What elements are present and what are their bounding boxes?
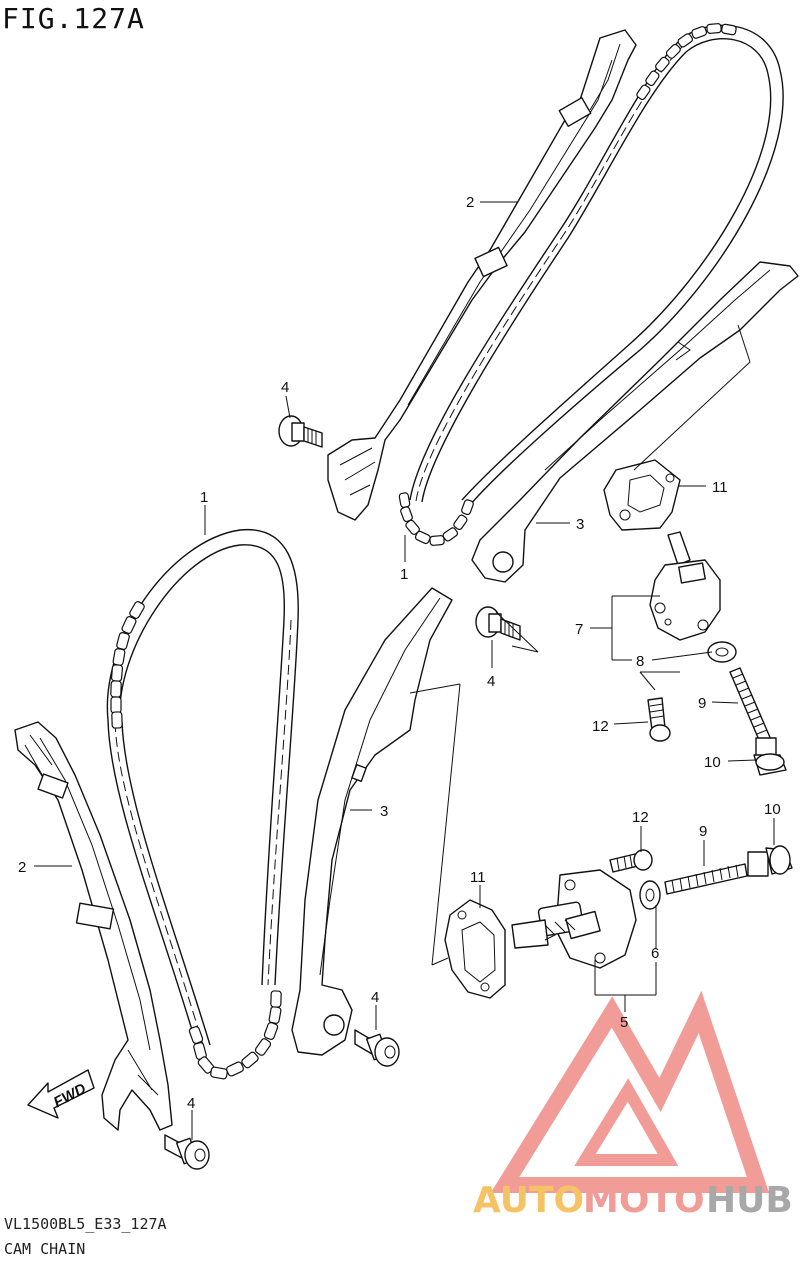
watermark-text-hub: HUB: [706, 1180, 793, 1221]
tensioner-washer-upper: [707, 641, 737, 663]
callout-2-upper: 2: [466, 194, 474, 211]
callout-12-lower: 12: [632, 809, 649, 826]
tensioner-plug-lower: [747, 845, 793, 877]
cam-chain-tensioner-upper: [649, 531, 721, 641]
chain-links-upper-top: [636, 23, 737, 101]
chain-links-lower-bottom: [188, 990, 282, 1080]
cam-chain-guide-upper: [327, 29, 637, 521]
callout-4-lower-left: 4: [187, 1095, 195, 1112]
guide-bolt-upper-right: [475, 606, 521, 641]
callout-4-lower-right: 4: [371, 989, 379, 1006]
watermark-text-auto: AUTO: [473, 1180, 584, 1221]
chain-links-lower-left: [110, 601, 145, 729]
callout-10-lower: 10: [764, 801, 781, 818]
tensioner-gasket-lower: [444, 899, 506, 999]
callout-8: 8: [636, 653, 644, 670]
watermark-triangle-inner: [574, 1078, 679, 1166]
tensioner-gasket-upper: [603, 459, 681, 531]
callout-11-upper: 11: [712, 479, 728, 496]
cam-chain-upper: [398, 23, 784, 546]
callout-3-lower: 3: [380, 803, 388, 820]
callout-5: 5: [620, 1014, 628, 1031]
drawing-name: CAM CHAIN: [4, 1240, 86, 1258]
tensioner-spring-bolt-upper: [729, 667, 773, 748]
fwd-arrow-icon: FWD: [27, 1069, 95, 1119]
cam-chain-tensioner-lower: [511, 869, 637, 969]
callout-3-upper: 3: [576, 516, 584, 533]
drawing-code: VL1500BL5_E33_127A: [4, 1215, 167, 1233]
watermark-text-moto: MOTO: [583, 1180, 705, 1221]
tensioner-spring-bolt-lower: [664, 863, 748, 895]
tensioner-mount-bolt-lower: [609, 849, 653, 873]
cam-chain-guide-lower: [14, 721, 173, 1131]
chain-links-upper-bottom: [398, 492, 474, 546]
callout-6: 6: [651, 945, 659, 962]
leader-lines: [34, 201, 775, 1140]
figure-title: FIG.127A: [2, 2, 145, 35]
callout-numbers: 2 1 1 3 4 11 2 4 7 8 12 9 10 3 11 4 4 12…: [18, 194, 781, 1112]
callout-1-lower-chain: 1: [200, 489, 208, 506]
callout-9-upper: 9: [698, 695, 706, 712]
guide-bolt-upper-left: [278, 415, 323, 448]
guide-bolt-lower-left: [164, 1134, 210, 1170]
callout-2-lower: 2: [18, 859, 26, 876]
callout-1-upper-chain: 1: [400, 566, 408, 583]
callout-10-upper: 10: [704, 754, 721, 771]
cam-chain-lower: [106, 529, 299, 1080]
tensioner-washer-lower: [639, 880, 661, 910]
callout-11-lower: 11: [470, 869, 486, 886]
callout-12-upper: 12: [592, 718, 609, 735]
cam-chain-tensioner-arm-lower: [291, 587, 453, 1056]
callout-4-upper-right: 4: [487, 673, 495, 690]
tensioner-mount-bolt-upper: [647, 697, 671, 742]
callout-7: 7: [575, 621, 583, 638]
tensioner-plug-upper: [753, 737, 787, 776]
callout-4-upper-left: 4: [281, 379, 289, 396]
watermark-triangle-outer: [490, 990, 770, 1193]
watermark-logo: AUTO MOTO HUB: [473, 990, 793, 1221]
callout-9-lower: 9: [699, 823, 707, 840]
guide-bolt-lower-right: [354, 1029, 400, 1067]
cam-chain-tensioner-arm-upper: [471, 261, 799, 583]
